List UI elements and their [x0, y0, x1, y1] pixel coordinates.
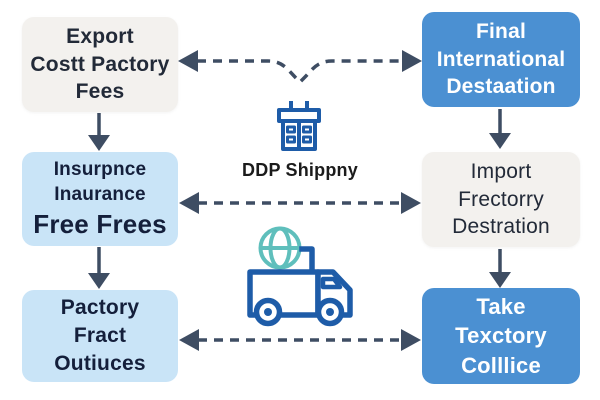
box-line: Colllice [461, 352, 541, 378]
box-line: Texctory [455, 323, 547, 349]
box-line: Take [476, 294, 526, 320]
box-line: International [436, 47, 566, 71]
box-line: Inaurance [54, 183, 146, 205]
bottom-dashed-arrowheads [179, 329, 421, 351]
box-line: Destaation [446, 75, 556, 99]
box-take-textory-collice: Take Texctory Colllice [422, 288, 580, 384]
top-dashed-arrowheads [178, 50, 422, 72]
box-line: Free Frees [33, 208, 167, 239]
box-line: Costt Pactory [30, 52, 170, 76]
box-import-factory-destination: Import Frectorry Destration [422, 152, 580, 247]
box-factory-outiuces: Pactory Fract Outiuces [22, 290, 178, 382]
box-line: Outiuces [54, 351, 146, 375]
box-line: Import [470, 159, 532, 183]
top-dashed-arrow [197, 59, 403, 85]
box-line: Fees [75, 80, 125, 104]
right-down-arrow-bottom [489, 249, 511, 288]
left-down-arrow-top [88, 113, 110, 151]
box-final-international-destination: Final International Destaation [422, 12, 580, 107]
box-line: Final [475, 19, 526, 43]
box-export-cost-factory-fees: Export Costt Pactory Fees [22, 17, 178, 112]
center-label-ddp-shipping: DDP Shippny [242, 160, 358, 180]
box-line: Insurpnce [53, 158, 147, 180]
box-insurance-fees: Insurpnce Inaurance Free Frees [22, 152, 178, 246]
right-down-arrow-top [489, 109, 511, 149]
truck-icon [247, 246, 353, 327]
building-icon [277, 101, 321, 151]
box-line: Pactory [60, 296, 140, 320]
box-line: Fract [73, 324, 127, 348]
box-line: Destration [452, 215, 550, 239]
box-line: Frectorry [458, 187, 544, 211]
left-down-arrow-bottom [88, 247, 110, 289]
box-line: Export [66, 24, 134, 48]
middle-dashed-arrowheads [179, 192, 421, 214]
